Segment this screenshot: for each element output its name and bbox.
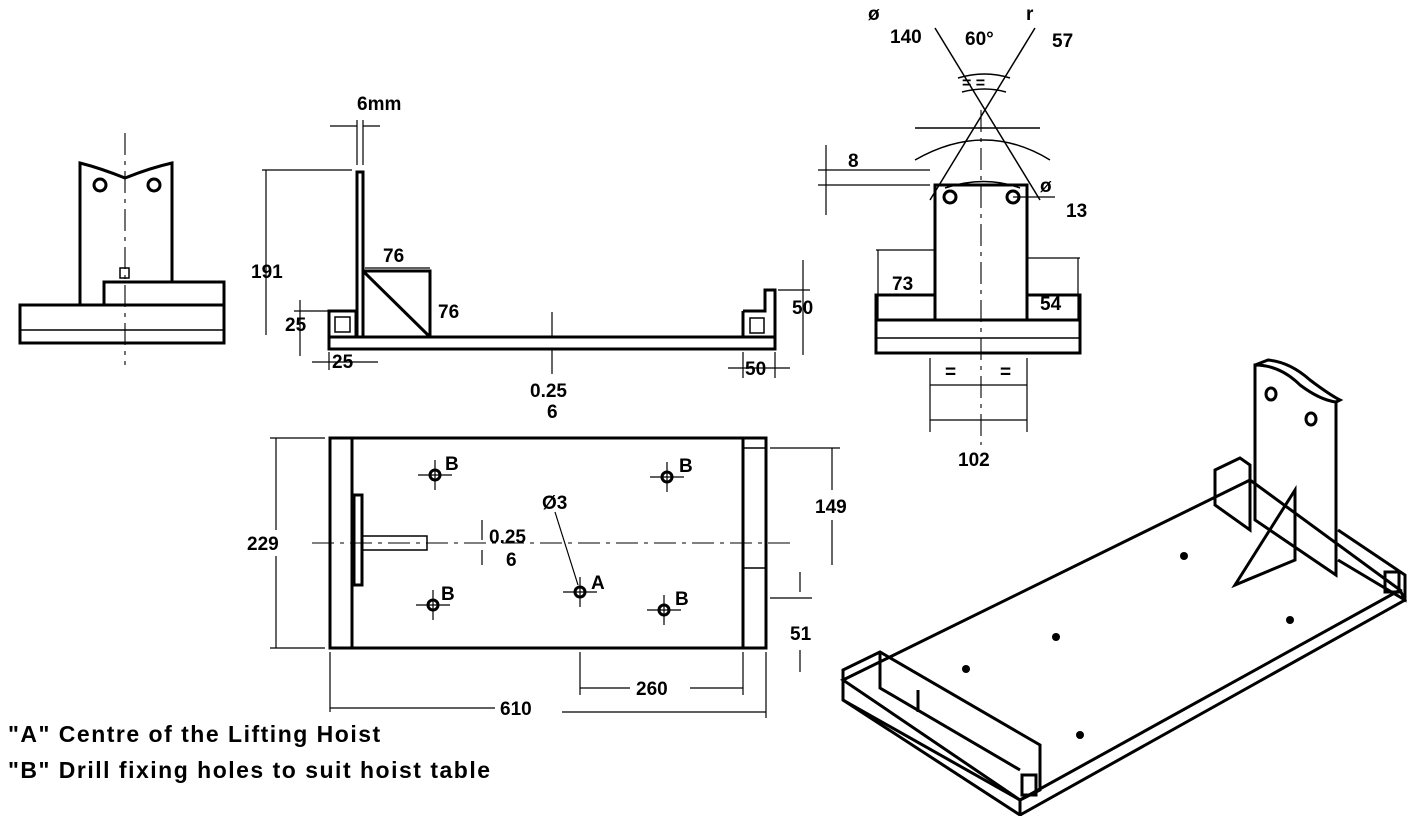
iso-hole-2 — [1304, 411, 1318, 427]
plan-length-label: 610 — [500, 699, 532, 720]
end-angle-label: 60° — [965, 29, 994, 50]
side-left-tube — [327, 309, 358, 339]
plan-height-label: 229 — [247, 534, 279, 555]
iso-gusset — [1231, 484, 1297, 589]
plan-view: B B B B A Ø3 0.25 6 229 149 51 260 — [247, 436, 847, 720]
end-hole-label: 13 — [1066, 201, 1087, 222]
end-width-label: 102 — [958, 450, 990, 471]
front-hole-right — [146, 177, 162, 193]
side-right-h-label: 50 — [792, 298, 813, 319]
side-tube-w-label: 25 — [332, 352, 354, 373]
side-right-w-label: 50 — [745, 359, 766, 380]
side-base-plate — [327, 335, 777, 351]
note-b: "B" Drill fixing holes to suit hoist tab… — [8, 757, 492, 783]
label-b-3: B — [441, 584, 455, 605]
hole-b-2 — [650, 462, 684, 492]
end-upright — [933, 183, 1029, 320]
iso-right-rail — [1337, 528, 1407, 603]
label-b-4: B — [675, 589, 689, 610]
plan-thk-top-label: 0.25 — [489, 527, 526, 548]
side-tube-h-label: 25 — [285, 315, 307, 336]
side-gusset-v-label: 76 — [438, 302, 459, 323]
hole-b-1 — [418, 460, 452, 490]
plan-thk-bottom-label: 6 — [506, 550, 517, 571]
end-right-h-label: 54 — [1040, 294, 1062, 315]
label-b-1: B — [445, 454, 459, 475]
iso-front-rail — [841, 650, 1042, 802]
end-angle-left-symbol: ø — [868, 4, 880, 25]
label-b-2: B — [679, 456, 693, 477]
end-angle-right-symbol: r — [1026, 4, 1034, 25]
end-angle-right-label: 57 — [1052, 31, 1073, 52]
end-left-h-label: 73 — [892, 274, 913, 295]
end-offset-label: 8 — [848, 151, 859, 172]
end-eq-right: = — [1000, 362, 1011, 383]
note-a: "A" Centre of the Lifting Hoist — [8, 721, 382, 747]
end-angle-left-label: 140 — [890, 27, 922, 48]
hole-b-3 — [416, 590, 450, 620]
side-upright-plate — [355, 170, 365, 339]
side-plate-top-label: 0.25 — [530, 381, 567, 402]
end-view: ø 140 60° r 57 = = 8 ø 13 73 54 — [818, 4, 1087, 471]
hole-b-4 — [647, 595, 681, 625]
label-a: A — [591, 573, 605, 594]
end-base — [874, 318, 1082, 355]
iso-base-plate — [840, 478, 1403, 802]
end-equal-marks: = = — [962, 75, 985, 92]
plan-right-upper-label: 149 — [815, 497, 847, 518]
isometric-view — [840, 358, 1407, 816]
front-hole-left — [92, 177, 108, 193]
side-thickness-label: 6mm — [357, 94, 401, 115]
end-hole-left — [942, 189, 958, 205]
side-plate-bottom-label: 6 — [547, 402, 558, 423]
plan-right-lower-label: 51 — [790, 624, 812, 645]
plan-hole-dia-label: Ø3 — [542, 493, 567, 514]
plan-offset-label: 260 — [636, 679, 668, 700]
iso-hole-1 — [1264, 386, 1278, 402]
hole-a — [554, 511, 597, 607]
iso-upright-plate — [1253, 363, 1338, 578]
side-gusset-h-label: 76 — [383, 246, 404, 267]
end-hole-symbol: ø — [1040, 176, 1052, 197]
side-gusset — [361, 269, 432, 339]
side-view: 6mm 191 76 76 25 25 50 50 0.25 6 — [251, 94, 813, 423]
front-view — [18, 133, 226, 365]
side-right-angle — [741, 288, 777, 337]
side-height-label: 191 — [251, 262, 283, 283]
end-eq-left: = — [945, 362, 956, 383]
